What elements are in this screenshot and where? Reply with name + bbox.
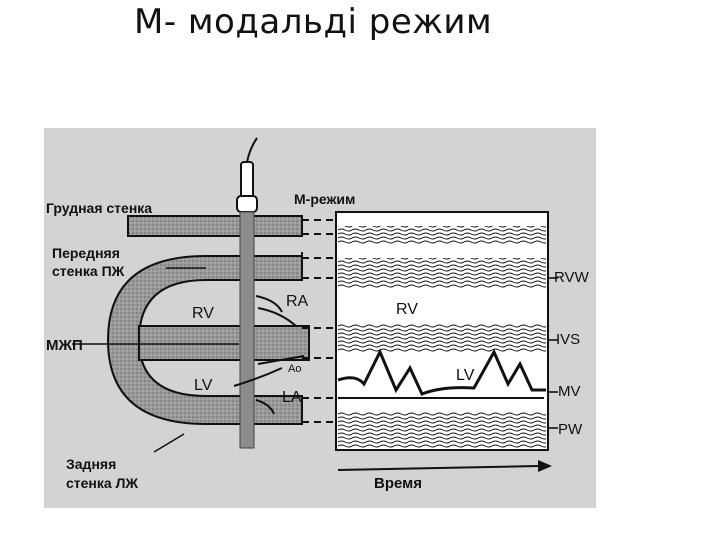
label-ra: RA [286,293,309,310]
label-mv: MV [558,383,581,400]
diagram-canvas: Грудная стенка М-режим Передняя стенка П… [46,137,590,492]
label-rv-heart: RV [192,305,214,322]
label-lv-trace: LV [456,367,475,384]
septum-band [138,325,310,361]
heart-cross-section [106,252,310,425]
label-rvw: RVW [554,269,590,286]
slide-title: М- модальді режим [134,2,493,42]
label-ivs-ru: МЖП [46,337,83,354]
label-chest-wall: Грудная стенка [46,200,152,216]
chest-wall-bar [127,215,303,237]
posterior-wall-band [338,412,546,448]
label-rv-trace: RV [396,301,418,318]
ivs-band [338,324,546,352]
ultrasound-beam [239,211,255,449]
transducer-probe [236,137,258,213]
label-pw: PW [558,421,583,438]
mitral-valve-trace [337,348,546,396]
label-posterior-lv-wall-1: Задняя [66,456,116,472]
label-time: Время [374,475,422,492]
label-lv-heart: LV [194,377,213,394]
label-posterior-lv-wall-2: стенка ЛЖ [66,475,138,491]
echo-m-mode-diagram: Грудная стенка М-режим Передняя стенка П… [44,128,596,508]
projection-lines [302,219,336,423]
m-mode-panel [335,211,549,451]
time-arrow [337,460,552,472]
label-ivs: IVS [556,331,580,348]
label-ao: Ao [288,363,301,375]
label-la: LA [282,389,302,406]
label-m-mode: М-режим [294,191,355,207]
label-anterior-rv-wall-1: Передняя [52,245,120,261]
leader-lines [72,267,558,453]
chest-wall-band [338,226,546,244]
label-anterior-rv-wall-2: стенка ПЖ [52,263,125,279]
valve-leaflets [233,295,305,415]
rv-wall-band [338,258,546,288]
